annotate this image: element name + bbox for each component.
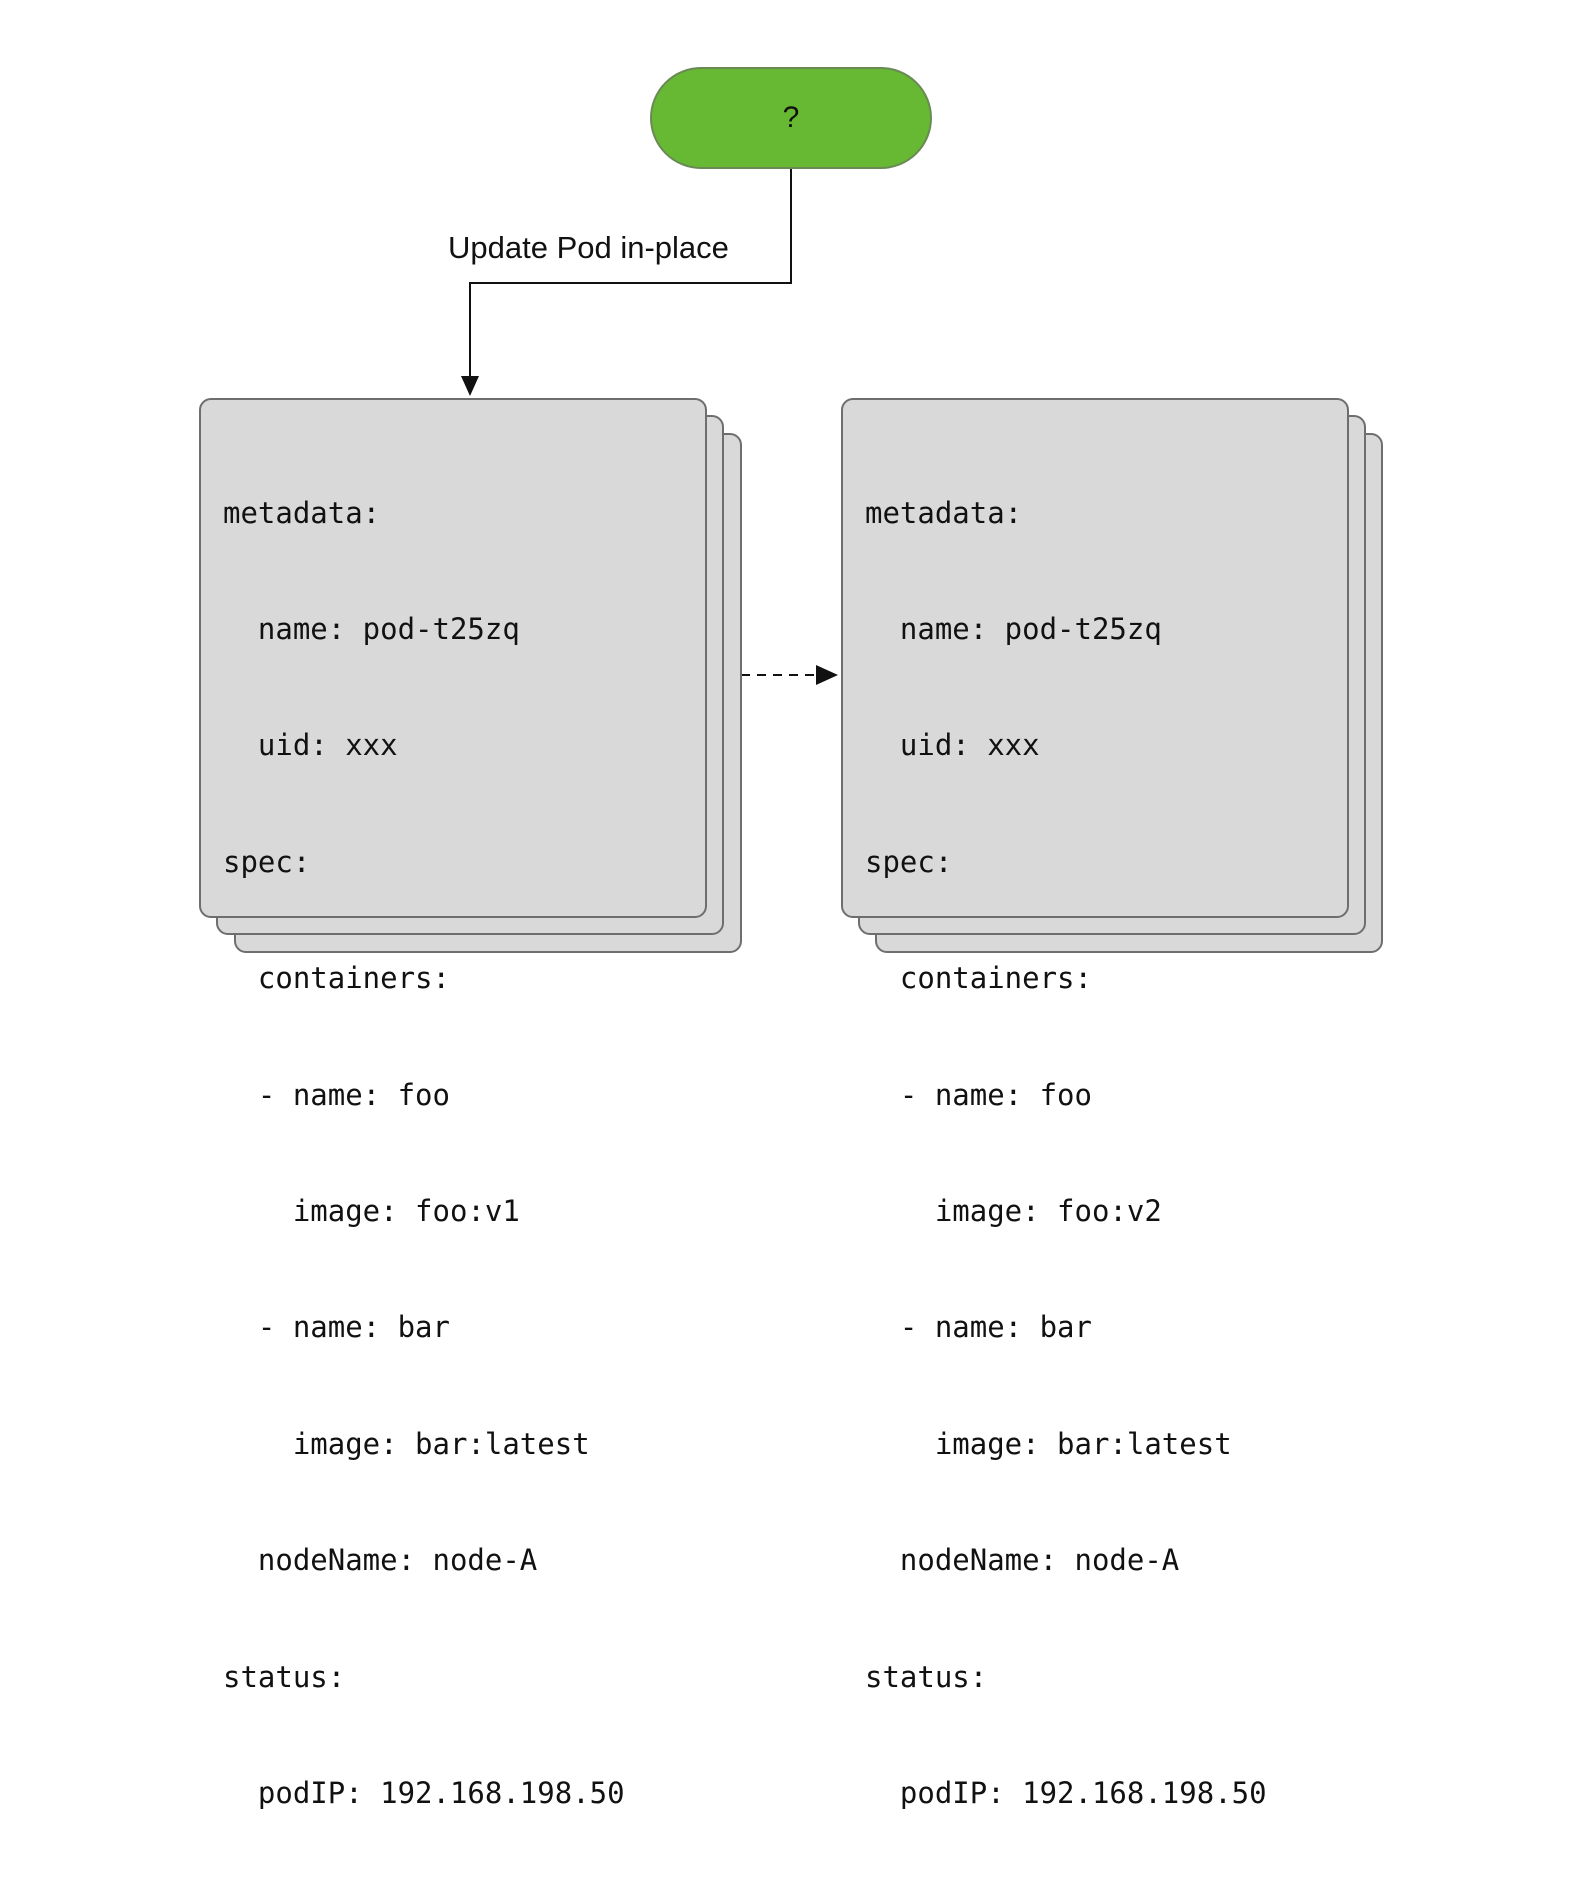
- yaml-line: image: foo:v2: [865, 1193, 1162, 1228]
- update-arrow-head: [461, 376, 479, 396]
- pod-before-card: metadata: name: pod-t25zq uid: xxx spec:…: [199, 398, 707, 1810]
- yaml-line: status:: [223, 1659, 346, 1694]
- update-pod-label: Update Pod in-place: [448, 230, 729, 265]
- yaml-line: metadata:: [865, 495, 1023, 530]
- yaml-line: metadata:: [223, 495, 381, 530]
- yaml-line: uid: xxx: [223, 728, 398, 763]
- yaml-line: name: pod-t25zq: [865, 611, 1162, 646]
- unknown-controller-label: ?: [782, 101, 800, 134]
- yaml-line: name: pod-t25zq: [223, 611, 520, 646]
- yaml-line: image: foo:v1: [223, 1193, 520, 1228]
- yaml-line: podIP: 192.168.198.50: [223, 1775, 625, 1810]
- pod-after-yaml: metadata: name: pod-t25zq uid: xxx spec:…: [865, 416, 1267, 1890]
- transition-arrow-head: [816, 665, 838, 685]
- yaml-line: nodeName: node-A: [865, 1543, 1180, 1578]
- yaml-line: - name: foo: [223, 1077, 450, 1112]
- yaml-line: image: bar:latest: [223, 1426, 590, 1461]
- yaml-line: uid: xxx: [865, 728, 1040, 763]
- diagram-connectors: [461, 169, 838, 685]
- yaml-line: nodeName: node-A: [223, 1543, 538, 1578]
- pod-before-yaml: metadata: name: pod-t25zq uid: xxx spec:…: [223, 416, 625, 1890]
- yaml-line: containers:: [865, 961, 1092, 996]
- yaml-line: podIP: 192.168.198.50: [865, 1775, 1267, 1810]
- update-arrow: [469, 169, 792, 379]
- yaml-line: - name: bar: [865, 1310, 1092, 1345]
- yaml-line: containers:: [223, 961, 450, 996]
- yaml-line: spec:: [223, 844, 311, 879]
- pod-after-card: metadata: name: pod-t25zq uid: xxx spec:…: [841, 398, 1349, 1810]
- unknown-controller-node: ?: [650, 67, 932, 169]
- yaml-line: - name: foo: [865, 1077, 1092, 1112]
- yaml-line: - name: bar: [223, 1310, 450, 1345]
- yaml-line: spec:: [865, 844, 953, 879]
- yaml-line: status:: [865, 1659, 988, 1694]
- yaml-line: image: bar:latest: [865, 1426, 1232, 1461]
